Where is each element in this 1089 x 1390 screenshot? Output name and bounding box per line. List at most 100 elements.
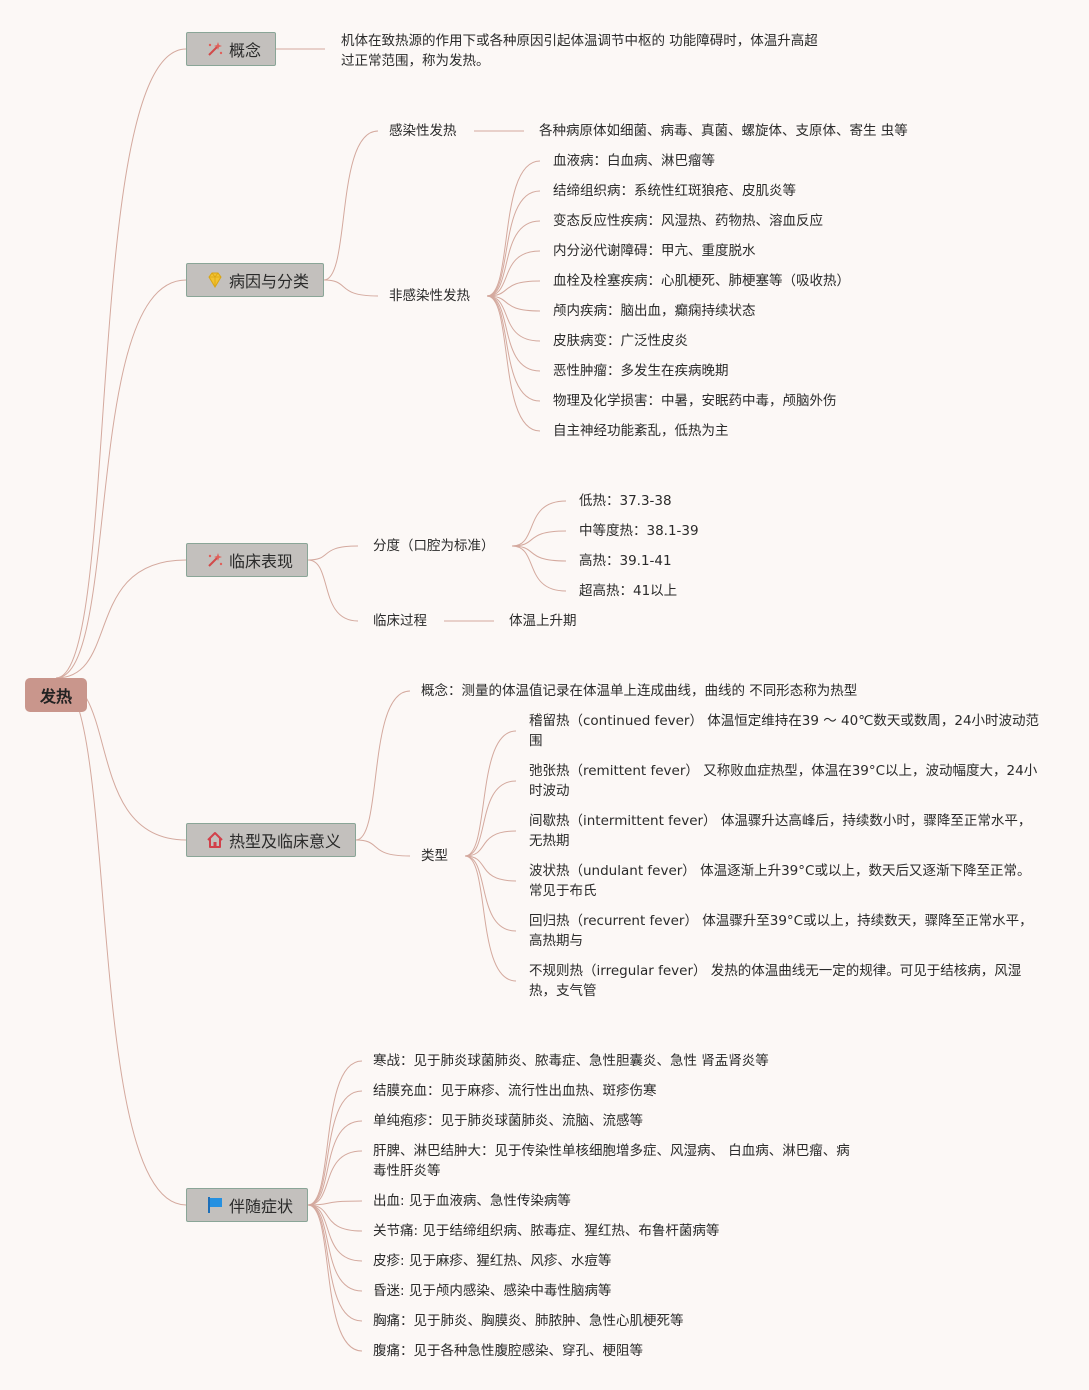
root-node[interactable]: 发热 bbox=[25, 678, 87, 712]
fever-types-connector bbox=[355, 839, 411, 857]
grading-label[interactable]: 分度（口腔为标准） bbox=[373, 538, 495, 554]
noninfectious-item-connector bbox=[486, 280, 541, 297]
home-icon bbox=[205, 830, 225, 850]
fever-type-item: 回归热（recurrent fever） 体温骤升至39°C或以上，持续数天，骤… bbox=[529, 913, 1033, 929]
noninfectious-cause-item: 血液病：白血病、淋巴瘤等 bbox=[553, 153, 715, 169]
fever-type-item: 围 bbox=[529, 733, 543, 749]
branch-concept-label: 概念 bbox=[229, 41, 262, 60]
clinical-connector bbox=[307, 545, 359, 561]
fever-type-item: 常见于布氏 bbox=[529, 883, 597, 899]
fever-type-concept: 概念：测量的体温值记录在体温单上连成曲线，曲线的 不同形态称为热型 bbox=[421, 683, 858, 699]
infectious-fever-label[interactable]: 感染性发热 bbox=[389, 123, 457, 139]
symptom-item-connector bbox=[307, 1204, 363, 1322]
fever-type-item: 间歇热（intermittent fever） 体温骤升达高峰后，持续数小时，骤… bbox=[529, 813, 1032, 829]
noninfectious-cause-item: 结缔组织病：系统性红斑狼疮、皮肌炎等 bbox=[553, 183, 796, 199]
symptom-item: 毒性肝炎等 bbox=[373, 1163, 441, 1179]
fever-type-item: 时波动 bbox=[529, 783, 570, 799]
branch-fever-types[interactable]: 热型及临床意义 bbox=[186, 823, 356, 857]
fever-type-item: 高热期与 bbox=[529, 933, 583, 949]
root-branch-connector bbox=[55, 279, 187, 679]
grade-item-connector bbox=[511, 545, 567, 592]
symptom-item: 单纯疱疹：见于肺炎球菌肺炎、流脑、流感等 bbox=[373, 1113, 643, 1129]
concept-text-line: 机体在致热源的作用下或各种原因引起体温调节中枢的 功能障碍时，体温升高超 bbox=[341, 33, 818, 49]
symptom-item: 昏迷: 见于颅内感染、感染中毒性脑病等 bbox=[373, 1283, 612, 1299]
symptom-item-connector bbox=[307, 1204, 363, 1352]
symptom-item: 结膜充血：见于麻疹、流行性出血热、斑疹伤寒 bbox=[373, 1083, 657, 1099]
etiology-connector bbox=[323, 130, 379, 281]
root-branch-connector bbox=[55, 48, 187, 679]
magic-wand-icon bbox=[205, 550, 225, 570]
fever-grade-item: 超高热：41以上 bbox=[579, 583, 678, 599]
root-branch-connector bbox=[55, 559, 187, 679]
fever-type-item-connector bbox=[464, 855, 517, 932]
noninfectious-item-connector bbox=[486, 220, 541, 297]
symptom-item: 胸痛：见于肺炎、胸膜炎、肺脓肿、急性心肌梗死等 bbox=[373, 1313, 684, 1329]
clinical-process-stage: 体温上升期 bbox=[509, 613, 577, 629]
symptom-item-connector bbox=[307, 1200, 363, 1206]
symptom-item: 皮疹: 见于麻疹、猩红热、风疹、水痘等 bbox=[373, 1253, 612, 1269]
symptom-item-connector bbox=[307, 1150, 363, 1206]
noninfectious-cause-item: 恶性肿瘤：多发生在疾病晚期 bbox=[553, 363, 729, 379]
fever-type-item: 热，支气管 bbox=[529, 983, 597, 999]
branch-clinical[interactable]: 临床表现 bbox=[186, 543, 308, 577]
fever-types-label[interactable]: 类型 bbox=[421, 848, 448, 864]
symptom-item-connector bbox=[307, 1204, 363, 1292]
clinical-connector bbox=[307, 559, 359, 622]
noninfectious-item-connector bbox=[486, 190, 541, 297]
noninfectious-item-connector bbox=[486, 250, 541, 297]
noninfectious-item-connector bbox=[486, 295, 541, 372]
flag-icon bbox=[205, 1195, 225, 1215]
symptom-item-connector bbox=[307, 1204, 363, 1232]
grade-item-connector bbox=[511, 500, 567, 547]
fever-grade-item: 中等度热：38.1-39 bbox=[579, 523, 699, 539]
noninfectious-cause-item: 变态反应性疾病：风湿热、药物热、溶血反应 bbox=[553, 213, 823, 229]
noninfectious-item-connector bbox=[486, 295, 541, 402]
symptom-item-connector bbox=[307, 1204, 363, 1262]
noninfectious-fever-label[interactable]: 非感染性发热 bbox=[389, 288, 470, 304]
noninfectious-cause-item: 皮肤病变：广泛性皮炎 bbox=[553, 333, 688, 349]
branch-etiology-label: 病因与分类 bbox=[229, 272, 310, 291]
branch-clinical-label: 临床表现 bbox=[229, 552, 294, 571]
noninfectious-item-connector bbox=[486, 295, 541, 342]
symptom-item: 寒战：见于肺炎球菌肺炎、脓毒症、急性胆囊炎、急性 肾盂肾炎等 bbox=[373, 1053, 769, 1069]
etiology-connector bbox=[323, 279, 379, 297]
fever-type-item: 不规则热（irregular fever） 发热的体温曲线无一定的规律。可见于结… bbox=[529, 963, 1022, 979]
symptom-item: 关节痛: 见于结缔组织病、脓毒症、猩红热、布鲁杆菌病等 bbox=[373, 1223, 720, 1239]
fever-type-item-connector bbox=[464, 855, 517, 882]
symptom-item-connector bbox=[307, 1060, 363, 1206]
root-branch-connector bbox=[55, 677, 187, 1206]
fever-grade-item: 高热：39.1-41 bbox=[579, 553, 672, 569]
noninfectious-item-connector bbox=[486, 295, 541, 432]
noninfectious-cause-item: 血栓及栓塞疾病：心肌梗死、肺梗塞等（吸收热） bbox=[553, 273, 850, 289]
grade-item-connector bbox=[511, 545, 567, 562]
fever-type-item-connector bbox=[464, 830, 517, 857]
grade-item-connector bbox=[511, 530, 567, 547]
clinical-process-label[interactable]: 临床过程 bbox=[373, 613, 427, 629]
fever-type-item: 无热期 bbox=[529, 833, 570, 849]
fever-type-item: 稽留热（continued fever） 体温恒定维持在39 ～ 40℃数天或数… bbox=[529, 713, 1040, 729]
branch-concept[interactable]: 概念 bbox=[186, 32, 276, 66]
fever-type-item-connector bbox=[464, 780, 517, 857]
noninfectious-cause-item: 自主神经功能紊乱，低热为主 bbox=[553, 423, 729, 439]
branch-etiology[interactable]: 病因与分类 bbox=[186, 263, 324, 297]
diamond-icon bbox=[205, 270, 225, 290]
branch-fever-types-label: 热型及临床意义 bbox=[229, 832, 342, 851]
symptom-item: 出血: 见于血液病、急性传染病等 bbox=[373, 1193, 571, 1209]
noninfectious-cause-item: 物理及化学损害：中暑，安眠药中毒，颅脑外伤 bbox=[553, 393, 837, 409]
magic-wand-icon bbox=[205, 39, 225, 59]
fever-type-item-connector bbox=[464, 855, 517, 982]
branch-symptoms[interactable]: 伴随症状 bbox=[186, 1188, 308, 1222]
noninfectious-cause-item: 颅内疾病：脑出血，癫痫持续状态 bbox=[553, 303, 756, 319]
branch-symptoms-label: 伴随症状 bbox=[229, 1197, 294, 1216]
noninfectious-item-connector bbox=[486, 295, 541, 312]
symptom-item-connector bbox=[307, 1090, 363, 1206]
symptom-item: 腹痛：见于各种急性腹腔感染、穿孔、梗阻等 bbox=[373, 1343, 643, 1359]
noninfectious-cause-item: 内分泌代谢障碍：甲亢、重度脱水 bbox=[553, 243, 756, 259]
fever-type-item: 弛张热（remittent fever） 又称败血症热型，体温在39°C以上，波… bbox=[529, 763, 1038, 779]
fever-types-connector bbox=[355, 690, 411, 841]
concept-text-line: 过正常范围，称为发热。 bbox=[341, 53, 490, 69]
infectious-fever-detail: 各种病原体如细菌、病毒、真菌、螺旋体、支原体、寄生 虫等 bbox=[539, 123, 908, 139]
fever-type-item: 波状热（undulant fever） 体温逐渐上升39°C或以上，数天后又逐渐… bbox=[529, 863, 1031, 879]
fever-grade-item: 低热：37.3-38 bbox=[579, 493, 672, 509]
